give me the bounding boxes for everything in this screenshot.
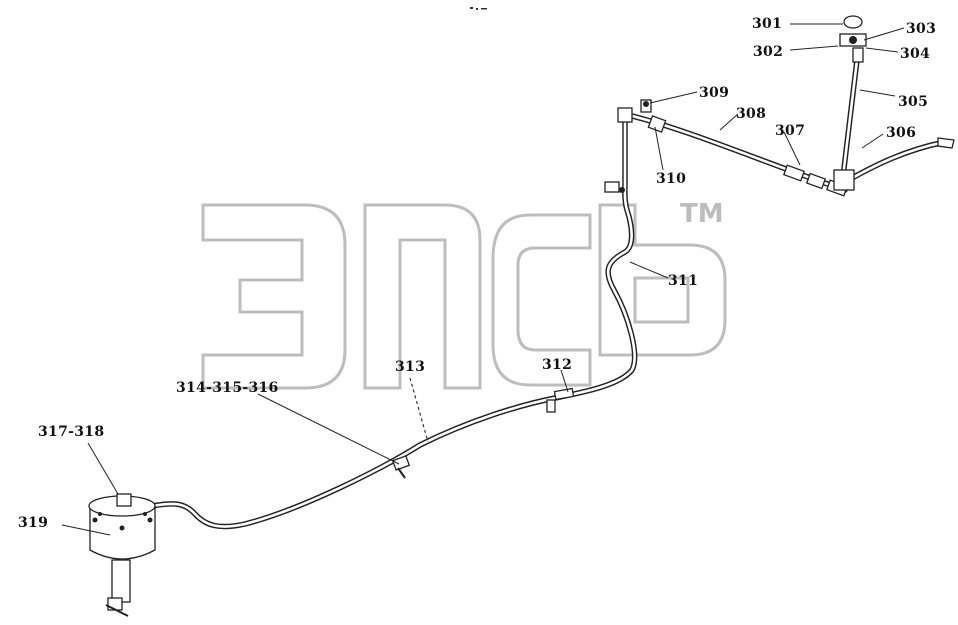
label-314-315-316: 314-315-316	[176, 380, 279, 396]
label-307: 307	[775, 123, 805, 139]
label-310: 310	[656, 171, 686, 187]
fittings	[391, 15, 955, 479]
label-306: 306	[886, 125, 916, 141]
part-labels: 301 302 303 304 305 306 307 308 309 310 …	[18, 16, 936, 531]
label-313: 313	[395, 359, 425, 375]
watermark-logo: TM	[201, 199, 727, 390]
label-311: 311	[668, 273, 698, 289]
reservoir-tank	[88, 493, 156, 617]
label-312: 312	[542, 357, 572, 373]
label-319: 319	[18, 515, 48, 531]
leader-lines	[61, 23, 905, 536]
label-305: 305	[898, 94, 928, 110]
label-301: 301	[752, 16, 782, 32]
tube-main	[149, 57, 948, 530]
label-302: 302	[753, 44, 783, 60]
label-308: 308	[736, 106, 766, 122]
watermark-trademark: TM	[680, 199, 724, 229]
label-304: 304	[900, 46, 930, 62]
label-303: 303	[906, 21, 936, 37]
top-speck	[470, 7, 487, 10]
label-309: 309	[699, 85, 729, 101]
label-317-318: 317-318	[38, 424, 104, 440]
